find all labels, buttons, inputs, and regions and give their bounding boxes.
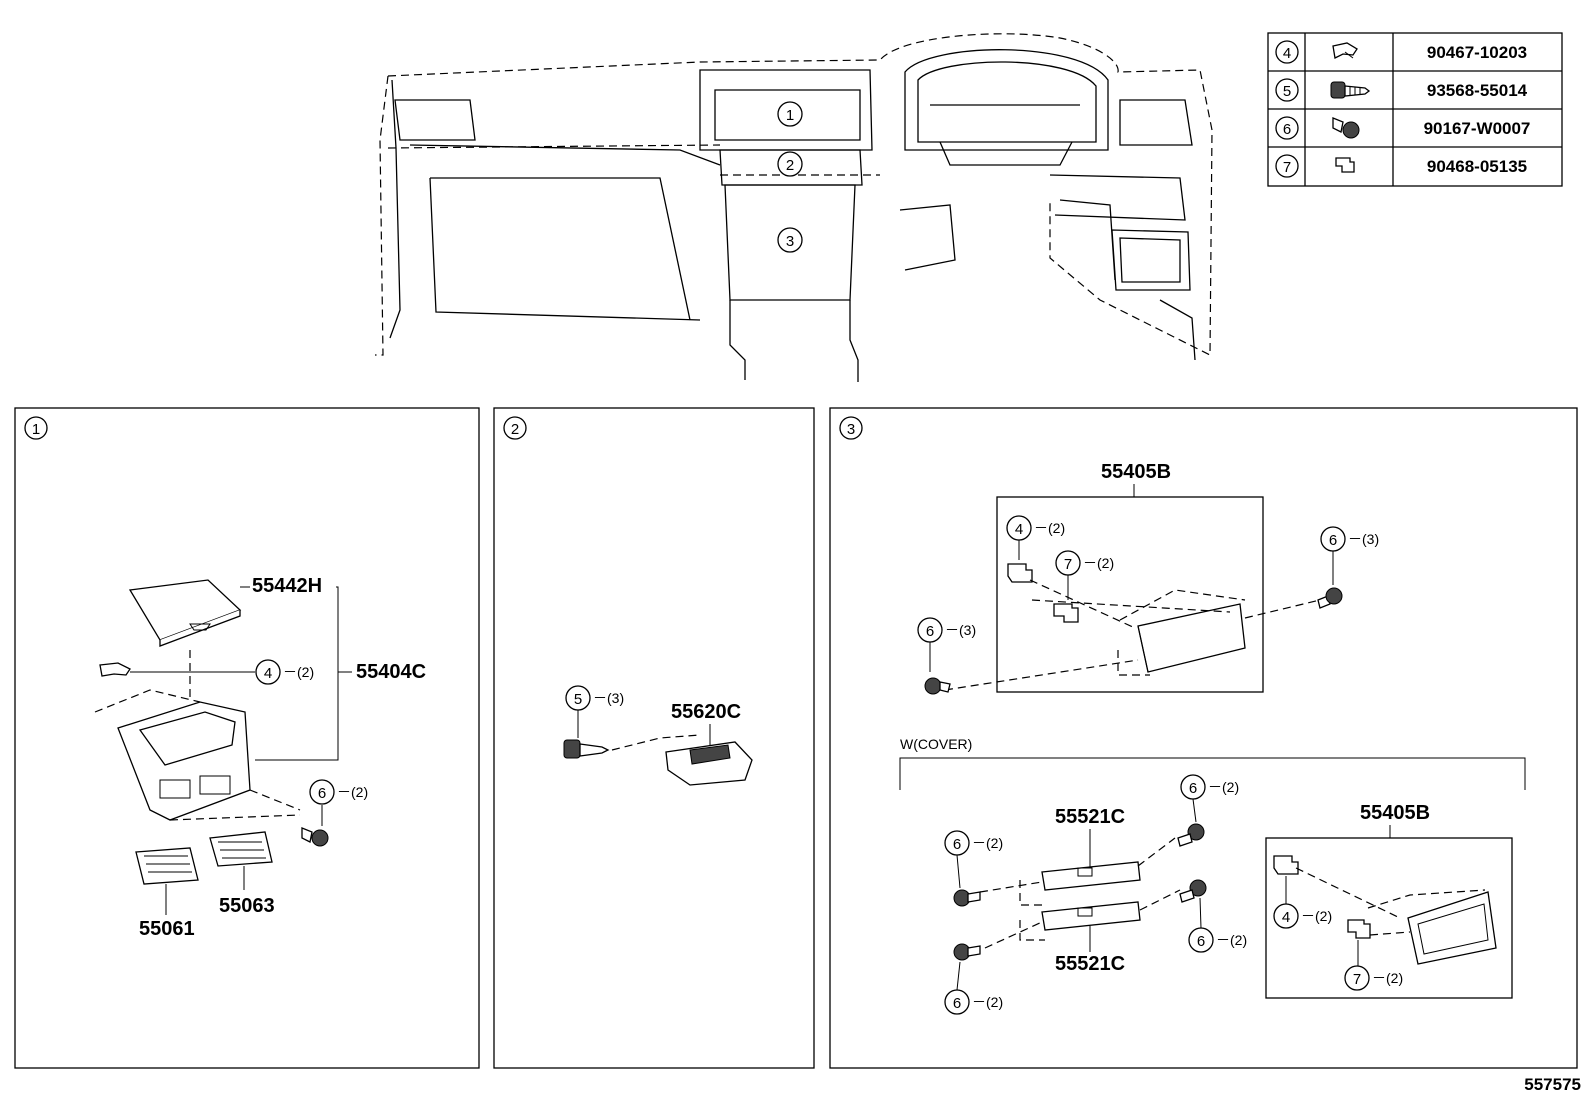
register-housing-part [117, 701, 251, 821]
register-cover-part [128, 579, 242, 647]
callout-qty: －(2) [337, 784, 368, 800]
bolt-part [1317, 587, 1343, 609]
callout-ref: 6 [1197, 933, 1205, 950]
cover-group-label: W(COVER) [900, 736, 972, 752]
callout-qty: －(2) [972, 835, 1003, 851]
bolt-part [924, 677, 951, 695]
part-label-55404C: 55404C [356, 661, 426, 683]
table-row: 4 90467-10203 [1275, 40, 1527, 64]
clip-part [1007, 563, 1033, 583]
part-label-55442H: 55442H [252, 575, 322, 597]
part-label-55063: 55063 [219, 895, 275, 917]
bolt-part [953, 889, 981, 907]
box-part [1137, 603, 1246, 673]
vent-right-part [209, 831, 273, 867]
plate-top-part [1041, 861, 1141, 891]
box-part [1407, 891, 1497, 965]
section-callout-2: 2 [777, 151, 803, 177]
screw-part [563, 739, 610, 759]
svg-text:1: 1 [786, 107, 794, 124]
bolt-part [1177, 823, 1205, 847]
ref-number: 5 [1283, 83, 1291, 100]
clip-part [1273, 855, 1299, 875]
callout-ref: 6 [318, 785, 326, 802]
callout-qty: －(2) [972, 994, 1003, 1010]
svg-text:2: 2 [786, 157, 794, 174]
part-label-55620C: 55620C [671, 701, 741, 723]
nut-clip-icon [1335, 157, 1355, 173]
holder-part [665, 741, 753, 786]
part-number: 90167-W0007 [1424, 119, 1531, 138]
callout-ref: 6 [1189, 780, 1197, 797]
table-row: 7 90468-05135 [1275, 154, 1527, 178]
table-row: 6 90167-W0007 [1275, 116, 1531, 140]
panel-1: 1 55442H 55404C 4 －(2) [14, 407, 480, 1069]
bolt-part [1179, 879, 1207, 903]
part-number: 90467-10203 [1427, 43, 1527, 62]
ref-number: 4 [1283, 45, 1291, 62]
panel-3: 3 55405B 4 －(2) 7 －(2) 6 －(3) [829, 407, 1578, 1069]
nut-clip-part [1053, 603, 1079, 623]
callout-ref: 7 [1353, 971, 1361, 988]
part-label-55405B-cover: 55405B [1360, 802, 1430, 824]
callout-qty: －(3) [593, 690, 624, 706]
panel-ref: 2 [511, 421, 519, 438]
part-label-55061: 55061 [139, 918, 195, 940]
part-label-55521C: 55521C [1055, 806, 1125, 828]
callout-ref: 4 [1015, 521, 1023, 538]
callout-qty: －(3) [945, 622, 976, 638]
callout-ref: 6 [953, 836, 961, 853]
callout-ref: 4 [1282, 909, 1290, 926]
nut-clip-part [1347, 919, 1371, 939]
part-number: 90468-05135 [1427, 157, 1527, 176]
plate-bottom-part [1041, 901, 1141, 931]
callout-ref: 6 [1329, 532, 1337, 549]
fastener-table: 4 90467-10203 5 93568-55014 6 [1267, 32, 1563, 187]
callout-qty: －(2) [1216, 932, 1247, 948]
part-number: 93568-55014 [1427, 81, 1528, 100]
vent-left-part [135, 847, 199, 885]
callout-qty: －(2) [1034, 520, 1065, 536]
section-callout-1: 1 [777, 101, 803, 127]
clip-icon [1332, 42, 1358, 59]
bolt-part [953, 943, 981, 961]
callout-qty: －(2) [1208, 779, 1239, 795]
callout-qty: －(2) [1301, 908, 1332, 924]
callout-qty: －(3) [1348, 531, 1379, 547]
dashboard-overview-illustration: 1 2 3 [375, 33, 1213, 382]
callout-ref: 6 [926, 623, 934, 640]
callout-ref: 6 [953, 995, 961, 1012]
callout-ref: 4 [264, 665, 272, 682]
ref-number: 7 [1283, 159, 1291, 176]
table-row: 5 93568-55014 [1275, 78, 1528, 102]
callout-ref: 5 [574, 691, 582, 708]
callout-ref: 7 [1064, 556, 1072, 573]
figure-id: 557575 [1524, 1075, 1581, 1094]
ref-number: 6 [1283, 121, 1291, 138]
bolt-part [301, 827, 329, 847]
screw-icon [1330, 81, 1371, 99]
bolt-icon [1332, 117, 1360, 139]
panel-ref: 1 [32, 421, 40, 438]
callout-qty: －(2) [1372, 970, 1403, 986]
part-label-55521C-lower: 55521C [1055, 953, 1125, 975]
panel-2: 2 5 －(3) 55620C [493, 407, 815, 1069]
panel-ref: 3 [847, 421, 855, 438]
clip-part [99, 662, 131, 677]
part-label-55405B: 55405B [1101, 461, 1171, 483]
callout-qty: －(2) [283, 664, 314, 680]
callout-qty: －(2) [1083, 555, 1114, 571]
svg-text:3: 3 [786, 233, 794, 250]
section-callout-3: 3 [777, 227, 803, 253]
